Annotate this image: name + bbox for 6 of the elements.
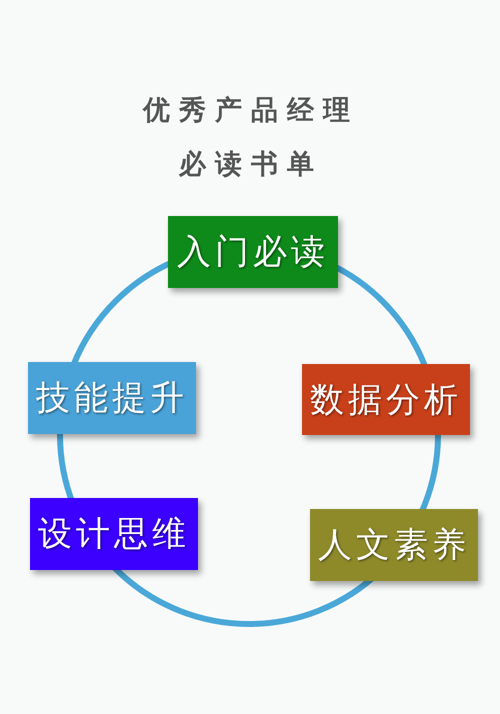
category-box: 入门必读: [168, 216, 338, 288]
title: 优秀产品经理必读书单: [143, 94, 359, 182]
category-box: 技能提升: [28, 362, 196, 434]
category-box: 人文素养: [310, 509, 478, 581]
category-box: 数据分析: [302, 364, 470, 435]
category-box: 设计思维: [30, 498, 198, 570]
